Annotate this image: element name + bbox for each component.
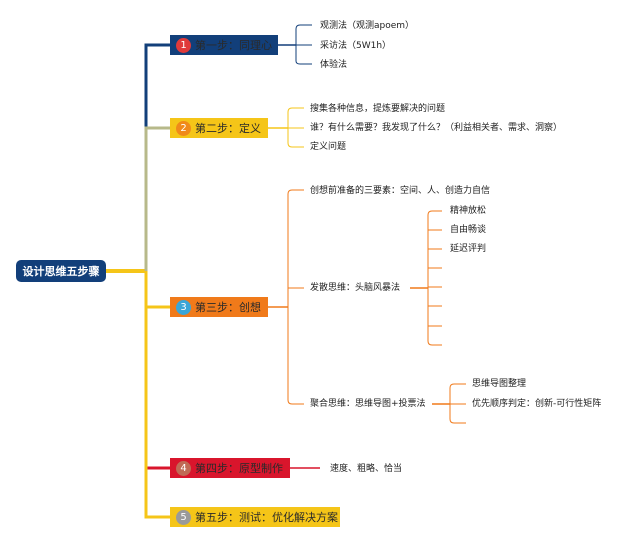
step-2-node[interactable]: 2 第二步：定义 (170, 118, 268, 138)
step-4-node[interactable]: 4 第四步：原型制作 (170, 458, 290, 478)
step-3-badge: 3 (176, 299, 191, 315)
divergent-child[interactable]: 延迟评判 (450, 244, 487, 254)
branch-step-4 (144, 271, 170, 470)
root-topic[interactable]: 设计思维五步骤 (16, 260, 106, 282)
convergent-child[interactable]: 思维导图整理 (472, 379, 527, 389)
step-1-item[interactable]: 观测法（观测apoem） (320, 21, 415, 31)
step-1-label: 第一步：同理心 (195, 39, 272, 52)
step-3-prep[interactable]: 创想前准备的三要素：空间、人、创造力自信 (310, 186, 491, 196)
step-5-badge: 5 (176, 509, 191, 525)
divergent-child[interactable]: 自由畅谈 (450, 225, 487, 235)
step-2-item[interactable]: 谁？有什么需要？我发现了什么？（利益相关者、需求、洞察） (310, 123, 563, 133)
step-5-node[interactable]: 5 第五步：测试：优化解决方案 (170, 507, 340, 527)
step-1-badge: 1 (176, 37, 191, 53)
step-1-node[interactable]: 1 第一步：同理心 (170, 35, 278, 55)
step-1-item[interactable]: 体验法 (320, 60, 348, 70)
convergent-child[interactable]: 优先顺序判定：创新-可行性矩阵 (472, 399, 602, 409)
branch-step-2 (144, 126, 170, 271)
step-3-convergent[interactable]: 聚合思维：思维导图+投票法 (310, 399, 426, 409)
step-2-badge: 2 (176, 120, 191, 136)
root-label: 设计思维五步骤 (22, 265, 100, 278)
step-2-item[interactable]: 搜集各种信息，提炼要解决的问题 (310, 104, 446, 114)
divergent-child[interactable]: 精神放松 (450, 206, 487, 216)
branch-step-5 (144, 271, 170, 519)
divergent-bracket (427, 210, 442, 346)
step-3-label: 第三步：创想 (195, 301, 261, 314)
step-2-label: 第二步：定义 (195, 122, 261, 135)
branch-step-1 (144, 43, 170, 271)
step-2-item[interactable]: 定义问题 (310, 142, 347, 152)
step-5-label: 第五步：测试：优化解决方案 (195, 511, 338, 524)
step-4-badge: 4 (176, 460, 191, 476)
step-1-item[interactable]: 采访法（5W1h） (320, 41, 392, 51)
step-4-item[interactable]: 速度、粗略、恰当 (330, 464, 403, 474)
step-4-label: 第四步：原型制作 (195, 462, 283, 475)
step-3-bracket (287, 189, 304, 405)
branch-step-3 (144, 271, 170, 309)
step-3-divergent[interactable]: 发散思维：头脑风暴法 (310, 283, 401, 293)
step-3-node[interactable]: 3 第三步：创想 (170, 297, 268, 317)
